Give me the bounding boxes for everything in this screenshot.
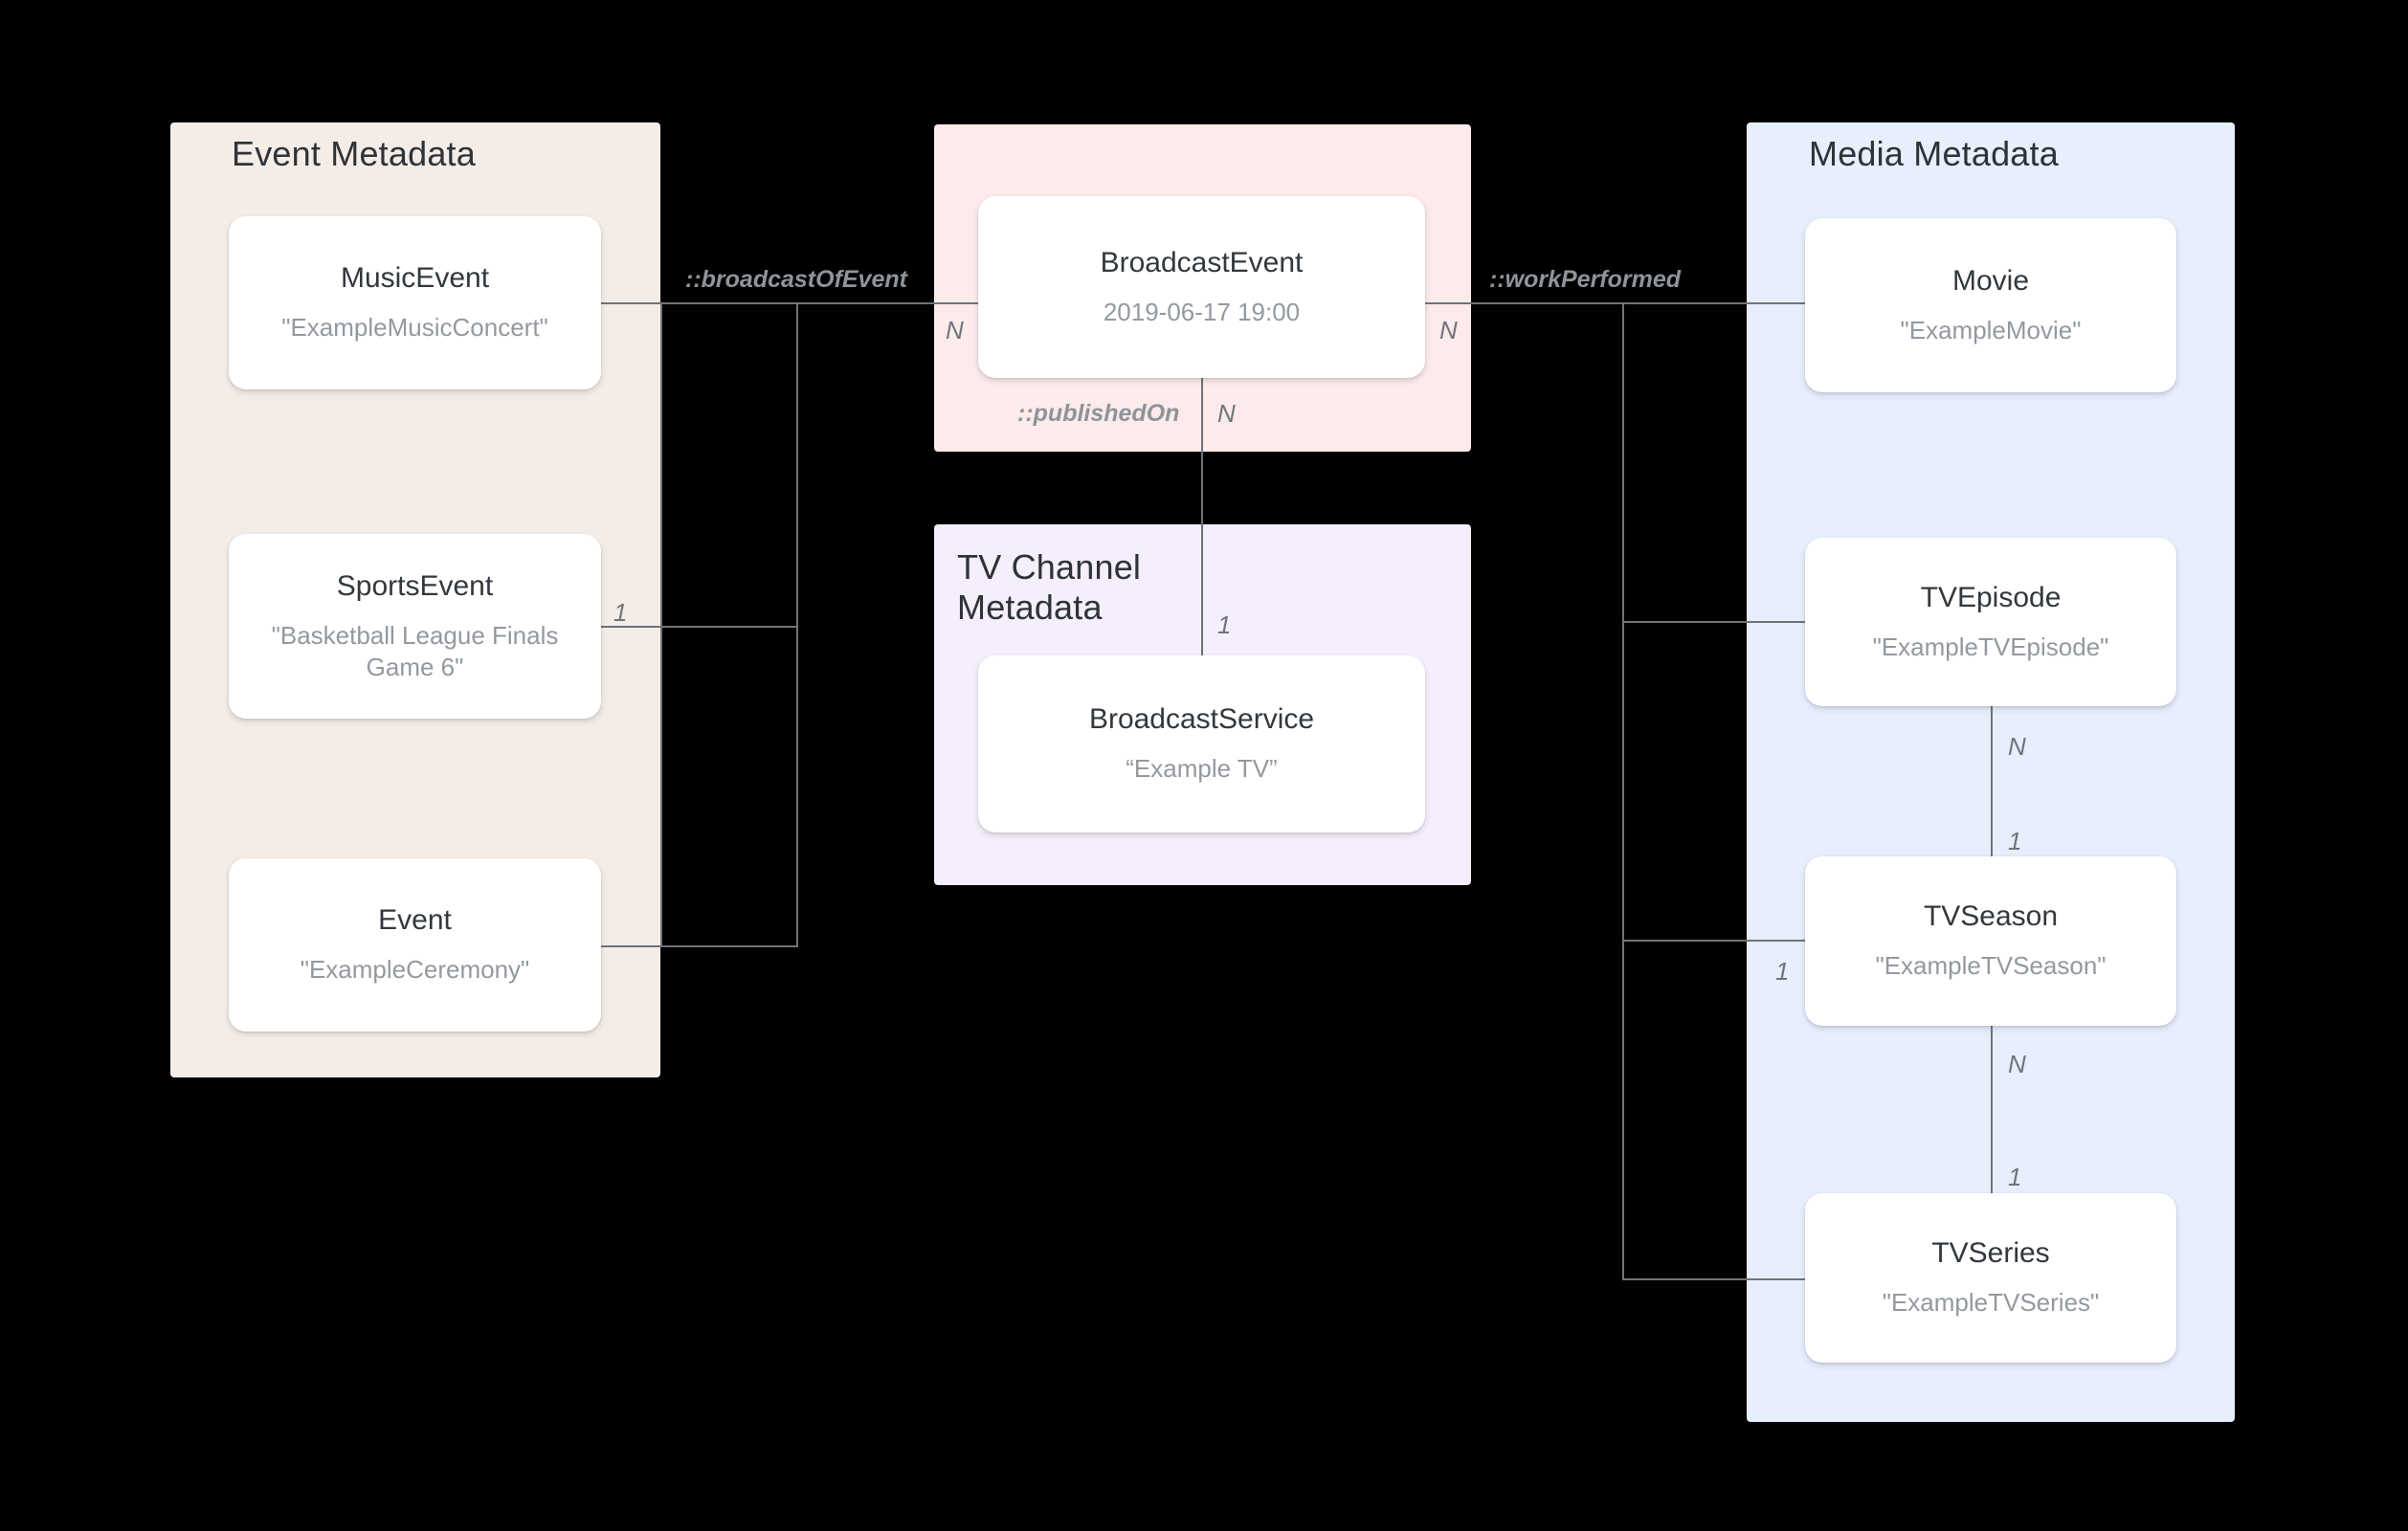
edge-workperformed-bus: [1622, 302, 1624, 1280]
entity-card-event[interactable]: Event "ExampleCeremony": [229, 858, 601, 1032]
entity-type-event: Event: [378, 904, 452, 937]
entity-type-tvseries: TVSeries: [1931, 1237, 2050, 1270]
entity-card-movie[interactable]: Movie "ExampleMovie": [1805, 218, 2176, 392]
edge-to-tvseason: [1622, 940, 1805, 942]
entity-type-sportsevent: SportsEvent: [336, 569, 494, 602]
edge-event-run: [660, 945, 796, 947]
cardinality-tvepisode-source: N: [2008, 732, 2026, 761]
cardinality-broadcastofevent-target: N: [946, 316, 964, 344]
relationship-label-broadcastofevent: ::broadcastOfEvent: [685, 266, 907, 293]
edge-to-movie: [1622, 302, 1805, 304]
entity-card-tvseries[interactable]: TVSeries "ExampleTVSeries": [1805, 1193, 2176, 1363]
group-title-event-metadata: Event Metadata: [232, 134, 476, 173]
edge-to-tvseries: [1622, 1278, 1805, 1280]
entity-value-tvseason: "ExampleTVSeason": [1875, 951, 2107, 981]
entity-card-tvseason[interactable]: TVSeason "ExampleTVSeason": [1805, 856, 2176, 1026]
cardinality-publishedon-target: 1: [1217, 610, 1232, 639]
cardinality-tvseries-target: 1: [2008, 1163, 2022, 1191]
cardinality-tvseason-source: N: [2008, 1050, 2026, 1078]
entity-value-broadcastservice: “Example TV”: [1126, 754, 1278, 784]
entity-value-movie: "ExampleMovie": [1900, 315, 2082, 344]
cardinality-tvseason-incoming: 1: [1775, 957, 1790, 986]
entity-card-broadcastevent[interactable]: BroadcastEvent 2019-06-17 19:00: [978, 196, 1425, 378]
entity-type-musicevent: MusicEvent: [340, 262, 490, 295]
edge-broadcastofevent-to-broadcastevent: [796, 302, 978, 304]
edge-event-stub: [601, 945, 660, 947]
entity-type-broadcastservice: BroadcastService: [1088, 703, 1315, 736]
entity-value-broadcastevent: 2019-06-17 19:00: [1103, 297, 1301, 326]
edge-publishedon: [1201, 378, 1203, 655]
entity-card-tvepisode[interactable]: TVEpisode "ExampleTVEpisode": [1805, 538, 2176, 706]
edge-broadcastofevent-bus: [796, 302, 798, 947]
edge-sportsevent-stub: [601, 626, 660, 628]
entity-type-broadcastevent: BroadcastEvent: [1100, 246, 1304, 278]
cardinality-tvseason-target: 1: [2008, 827, 2022, 855]
edge-musicevent-run: [660, 302, 796, 304]
entity-type-movie: Movie: [1951, 264, 2030, 297]
entity-type-tvseason: TVSeason: [1923, 900, 2059, 933]
relationship-label-workperformed: ::workPerformed: [1489, 266, 1682, 293]
edge-tvepisode-tvseason: [1991, 706, 1993, 856]
edge-event-trunk: [660, 302, 662, 947]
cardinality-publishedon-source: N: [1217, 399, 1236, 428]
edge-to-tvepisode: [1622, 621, 1805, 623]
entity-value-tvseries: "ExampleTVSeries": [1882, 1288, 2100, 1318]
edge-workperformed-out: [1425, 302, 1622, 304]
entity-value-event: "ExampleCeremony": [300, 955, 530, 985]
group-title-tv-channel-metadata: TV Channel Metadata: [957, 547, 1142, 627]
edge-sportsevent-run: [660, 626, 796, 628]
cardinality-broadcastofevent-source: 1: [613, 598, 628, 627]
entity-card-musicevent[interactable]: MusicEvent "ExampleMusicConcert": [229, 216, 601, 389]
entity-card-sportsevent[interactable]: SportsEvent "Basketball League Finals Ga…: [229, 534, 601, 719]
entity-value-tvepisode: "ExampleTVEpisode": [1872, 632, 2109, 661]
edge-tvseason-tvseries: [1991, 1026, 1993, 1193]
entity-type-tvepisode: TVEpisode: [1920, 581, 2062, 613]
cardinality-workperformed-target: N: [1439, 316, 1458, 344]
entity-card-broadcastservice[interactable]: BroadcastService “Example TV”: [978, 655, 1425, 832]
edge-musicevent-stub: [601, 302, 660, 304]
entity-value-musicevent: "ExampleMusicConcert": [281, 313, 548, 343]
group-title-media-metadata: Media Metadata: [1809, 134, 2059, 173]
entity-value-sportsevent: "Basketball League Finals Game 6": [271, 620, 559, 681]
relationship-label-publishedon: ::publishedOn: [1017, 400, 1180, 427]
